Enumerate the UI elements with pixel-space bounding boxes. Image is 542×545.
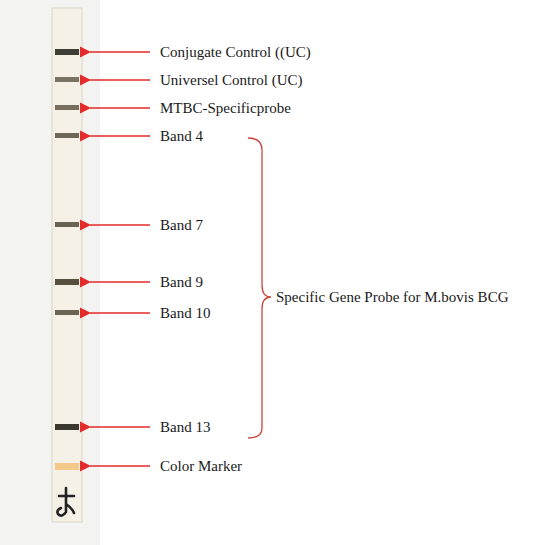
band-label: Band 13 — [160, 418, 210, 436]
bracket — [248, 138, 271, 438]
band-label: Band 9 — [160, 273, 203, 291]
test-strip — [52, 8, 82, 522]
band — [55, 105, 79, 110]
strip-mark-symbol — [57, 488, 74, 516]
bracket-label: Specific Gene Probe for M.bovis BCG — [276, 288, 508, 306]
band-label: Universel Control (UC) — [160, 71, 302, 89]
leader-arrows — [90, 52, 150, 466]
band — [55, 279, 79, 285]
band-label: Band 4 — [160, 127, 203, 145]
photo-ground — [0, 0, 100, 545]
band — [55, 133, 79, 138]
band-label: Band 7 — [160, 216, 203, 234]
band-label: Band 10 — [160, 304, 210, 322]
band — [55, 77, 79, 82]
strip-bands — [55, 49, 79, 470]
band — [55, 222, 79, 227]
color-marker-band — [55, 463, 79, 470]
band — [55, 49, 79, 55]
band-label: Color Marker — [160, 457, 242, 475]
band — [55, 424, 79, 430]
band-label: MTBC-Specificprobe — [160, 99, 291, 117]
band — [55, 310, 79, 315]
band-label: Conjugate Control ((UC) — [160, 43, 311, 61]
